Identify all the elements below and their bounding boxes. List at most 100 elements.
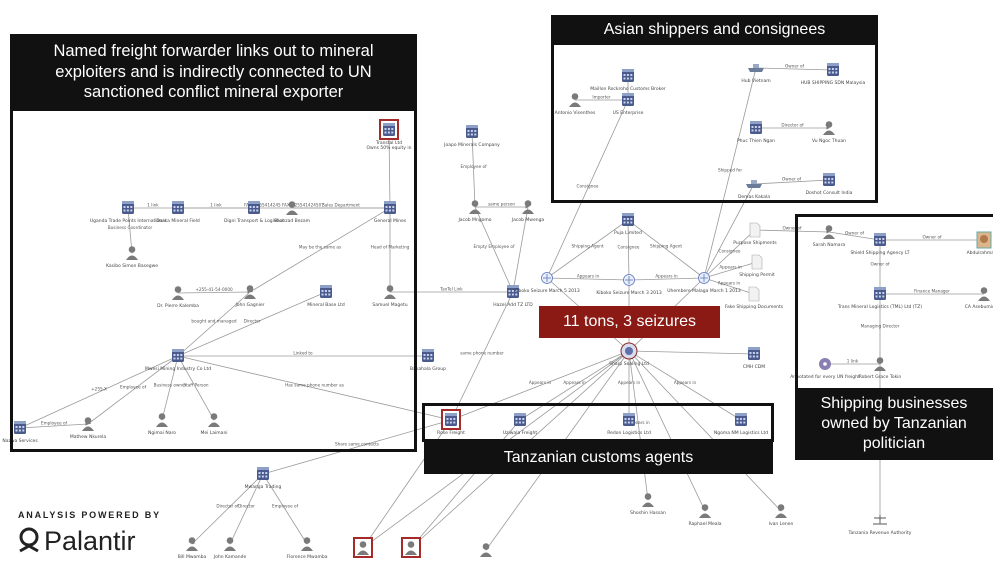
graph-edge[interactable]: +255-X <box>19 355 179 429</box>
graph-edge[interactable]: Business Coordinator <box>108 207 153 254</box>
graph-node-vuthuan[interactable]: Vu Ngoc Thuan <box>812 121 846 144</box>
graph-node-nazwa[interactable]: Nazwa Services <box>2 421 38 444</box>
graph-node-raphael[interactable]: Raphael Meala <box>688 504 722 527</box>
graph-node-jacobw[interactable]: Jacob Mwenga <box>511 200 545 223</box>
graph-edge[interactable]: Employee of <box>87 355 179 425</box>
graph-edge[interactable]: Consignee <box>618 219 640 281</box>
graph-node-pr1[interactable] <box>353 537 373 558</box>
graph-node-hub[interactable]: HUB SHIPPING SDN Malaysia <box>801 63 866 86</box>
graph-node-fake[interactable]: Fake Shipping Documents <box>725 286 784 310</box>
graph-edge[interactable]: Director <box>177 291 327 357</box>
graph-node-doshot[interactable]: Doshot Consult India <box>806 173 853 196</box>
graph-edge[interactable]: Employee of <box>460 131 487 208</box>
graph-edge[interactable]: Appears in <box>450 350 630 421</box>
graph-edge[interactable]: Director of <box>756 123 830 130</box>
graph-edge[interactable] <box>628 350 782 512</box>
graph-edge[interactable]: Linked to <box>178 351 429 358</box>
graph-node-mwesi[interactable]: Mwesi Mining Industry Co Ltd <box>145 349 211 372</box>
graph-edge[interactable]: +255-41-54-0000 <box>177 287 251 294</box>
graph-node-tra[interactable]: Tanzania Revenue Authority <box>848 515 912 536</box>
graph-node-shahzad[interactable]: Shahzad Bezam <box>274 201 310 224</box>
graph-node-seiz3[interactable]: Uhembere Malaga March 1 2013 <box>667 272 741 295</box>
graph-edge[interactable]: Shipped for <box>703 67 757 279</box>
graph-edge[interactable] <box>628 350 755 356</box>
graph-node-pmid[interactable] <box>480 543 492 557</box>
graph-node-robert[interactable]: Robert Grace Tokin <box>859 357 902 380</box>
graph-edge[interactable]: Business owner <box>154 355 187 421</box>
graph-node-maillon[interactable]: Maillon Rockroho Customs Broker <box>590 69 666 92</box>
graph-edge[interactable]: Appears in <box>627 350 650 501</box>
graph-node-uganda[interactable]: Uganda Trade Points International <box>90 201 166 224</box>
graph-node-tzmineral[interactable]: Trans Mineral Logistics (TML) Ltd (TZ) <box>837 287 922 310</box>
graph-node-puja[interactable]: Puja Limited <box>614 213 642 236</box>
graph-edge[interactable]: Consignee <box>703 229 756 279</box>
graph-edge[interactable]: Director <box>229 473 264 545</box>
graph-node-sharp[interactable]: Sharp Sealing Ltd <box>609 342 649 367</box>
graph-node-mathew[interactable]: Mathew Nkurela <box>70 417 107 440</box>
graph-node-ivan[interactable]: Ivan Lenen <box>769 504 794 527</box>
graph-edge[interactable]: Owner of <box>754 226 830 234</box>
graph-edge[interactable]: Appears in <box>703 277 755 295</box>
graph-edge[interactable]: Empty Employee of <box>474 206 515 293</box>
graph-node-demas[interactable]: Demas Kakala <box>738 180 770 200</box>
graph-node-pr2[interactable] <box>401 537 421 558</box>
graph-edge[interactable]: Employee of <box>19 421 89 429</box>
graph-edge[interactable] <box>388 129 392 209</box>
graph-edge[interactable]: Consignee <box>546 99 629 279</box>
graph-node-shieldship[interactable]: Shield Shipping Agency LT <box>850 233 910 256</box>
graph-edge[interactable]: May be the same as <box>249 207 391 293</box>
graph-node-johnk[interactable]: John Kamande <box>213 537 247 560</box>
graph-node-bill[interactable]: Bill Mwamba <box>178 537 207 560</box>
graph-node-redon[interactable]: Redon Logistics Ltd <box>607 413 651 436</box>
graph-node-cmh[interactable]: CMH CDM <box>743 347 765 370</box>
graph-node-us[interactable]: US Enterprise <box>613 93 644 116</box>
graph-node-digni[interactable]: Digni Transport & Logistics <box>224 201 285 224</box>
graph-edge[interactable]: Owner of <box>870 240 890 295</box>
graph-edge[interactable]: FAX +255414245 FAX +25541424507 <box>178 203 391 210</box>
graph-node-general[interactable]: General Mines <box>374 201 407 224</box>
graph-edge[interactable]: Owner of <box>879 235 984 242</box>
graph-edge[interactable]: Staff Person <box>177 355 215 421</box>
graph-node-seiz2[interactable]: Kiboko Seizure March 3 2013 <box>596 274 662 297</box>
graph-edge[interactable] <box>628 350 706 512</box>
graph-edge[interactable]: Employee of <box>262 473 308 545</box>
graph-edge[interactable]: Appears in <box>546 274 630 282</box>
graph-edge[interactable]: Owner of <box>753 177 830 185</box>
graph-node-pierre[interactable]: Dr. Pierre Kalemba <box>157 286 199 309</box>
graph-node-ngoma[interactable]: Ngoma NM Logistics Ltd <box>714 413 768 436</box>
graph-edge[interactable]: Appears in <box>703 261 758 279</box>
graph-node-hub2[interactable]: Hub Vietnam <box>741 64 771 84</box>
graph-edge[interactable]: Share same contacts <box>262 419 452 475</box>
graph-edge[interactable]: Head of Marketing <box>371 208 410 293</box>
graph-node-shoshu[interactable]: Shoshin Hassan <box>630 493 666 516</box>
graph-edge[interactable]: Appears in <box>618 351 641 421</box>
graph-node-annotated[interactable]: Annotated for every UN freight <box>790 358 860 380</box>
graph-edge[interactable]: Shipping Agent <box>627 219 705 279</box>
graph-edge[interactable] <box>703 183 755 279</box>
graph-edge[interactable]: Importer <box>575 95 629 102</box>
graph-edge[interactable]: 1 link <box>128 203 179 210</box>
graph-edge[interactable]: Finance Manager <box>879 289 984 296</box>
graph-edge[interactable]: 1 link <box>824 359 880 366</box>
graph-node-caasd[interactable]: CA Asebumio Aja <box>965 287 993 310</box>
graph-node-antonio[interactable]: Antonio Visenthes <box>555 93 596 116</box>
graph-edge[interactable]: Owner of <box>828 231 881 242</box>
graph-node-florence[interactable]: Florence Mwamba <box>287 537 328 560</box>
graph-node-mineralbase[interactable]: Mineral Base Ltd <box>307 285 345 308</box>
graph-edge[interactable]: same phone number <box>450 291 514 421</box>
graph-node-john[interactable]: John Gagnier <box>234 285 265 308</box>
graph-edge[interactable]: TaxTel Link <box>390 287 514 294</box>
graph-edge[interactable]: Appears in <box>628 274 705 281</box>
graph-node-purpose[interactable]: Purpose Shipments <box>733 222 777 246</box>
graph-node-hazel[interactable]: Hazel Add TZ LTD <box>493 285 533 308</box>
graph-edge[interactable] <box>511 206 529 293</box>
graph-node-rose[interactable]: Rose Freight <box>437 409 465 436</box>
graph-edge[interactable]: Managing Director <box>861 294 900 365</box>
graph-node-mei[interactable]: Mei Laimani <box>200 413 228 436</box>
graph-edge[interactable]: same person <box>475 202 529 209</box>
graph-edge[interactable]: Shipping Agent <box>546 219 629 279</box>
graph-node-permit[interactable]: Shipping Permit <box>739 254 775 278</box>
graph-edge[interactable]: bought and managed <box>177 291 251 357</box>
